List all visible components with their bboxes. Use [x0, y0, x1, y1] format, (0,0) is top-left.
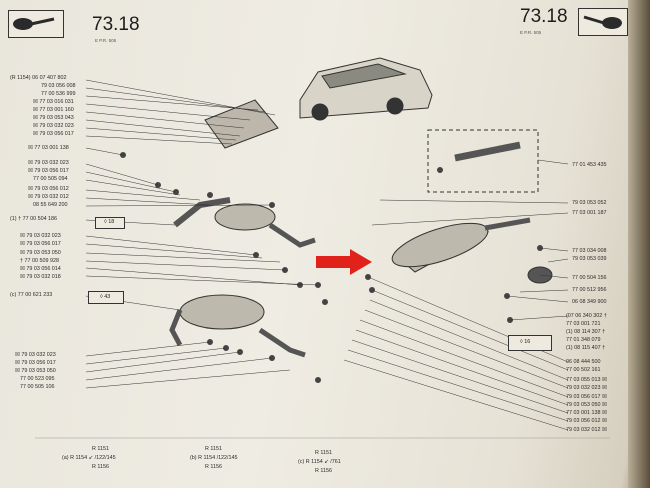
part-number-right: 77 01 348 079 — [566, 337, 601, 343]
ref-box-3-label: ◊ 16 — [520, 339, 531, 345]
footer-a-line1: R 1151 — [92, 446, 109, 452]
part-number-right: 79 03 032 023 ☒ — [566, 385, 607, 391]
part-number-left: ☒ 79 03 056 017 — [28, 168, 69, 174]
heat-shield — [204, 99, 279, 149]
part-number-left: ☒ 79 03 032 023 — [33, 123, 74, 129]
part-number-right: 79 03 053 050 ☒ — [566, 402, 607, 408]
part-number-left: ☒ 79 03 056 012 — [28, 186, 69, 192]
part-number-right: 77 00 502 161 — [566, 367, 601, 373]
part-number-left: ☒ 79 03 032 012 — [28, 194, 69, 200]
part-number-right: 79 03 056 012 ☒ — [566, 418, 607, 424]
part-number-right: 77 03 001 187 — [572, 210, 607, 216]
rear-silencer — [391, 217, 531, 273]
part-number-left: ☒ 79 03 056 014 — [20, 266, 61, 272]
part-number-left: ☒ 79 03 032 023 — [28, 160, 69, 166]
part-number-right: 77 03 034 008 — [572, 248, 607, 254]
ref-box-1 — [95, 217, 125, 229]
part-number-right: 79 03 032 012 ☒ — [566, 427, 607, 433]
part-number-left: ☒ 79 03 056 017 — [20, 241, 61, 247]
part-number-left: ☒ 79 03 053 050 — [20, 250, 61, 256]
ref-box-3 — [508, 335, 552, 351]
exhaust-icon — [13, 17, 55, 30]
book-spine — [628, 0, 650, 488]
car-drawing — [299, 57, 433, 121]
part-number-left: ☒ 79 03 032 023 — [15, 352, 56, 358]
red-arrow — [316, 249, 372, 275]
part-number-left: ☒ 77 03 001 138 — [28, 145, 69, 151]
footer-b-line1: R 1151 — [205, 446, 222, 452]
part-number-left: ☒ 79 03 053 050 — [15, 368, 56, 374]
header-right-code: E P.R. 505 — [520, 30, 542, 35]
part-number-right: 79 03 053 039 — [572, 256, 607, 262]
part-number-right: 77 00 512 956 — [572, 287, 607, 293]
footer-b-line2: (b) R 1154 /122/145 — [190, 455, 238, 461]
part-number-left: † 77 00 509 928 — [20, 258, 59, 264]
part-number-left: 79 03 056 008 — [41, 83, 76, 89]
part-number-left: ☒ 79 03 056 017 — [33, 131, 74, 137]
part-number-left: (1) † 77 00 504 186 — [10, 216, 58, 222]
front-silencer — [173, 197, 316, 248]
part-number-left: ☒ 79 03 032 023 — [20, 233, 61, 239]
tailpipe-detail-box — [427, 129, 539, 193]
part-number-left: 77 00 536 999 — [41, 91, 76, 97]
part-number-left: ☒ 79 03 032 018 — [20, 274, 61, 280]
part-number-left: (c) 77 00 621 233 — [10, 292, 53, 298]
part-number-right: 77 03 001 138 ☒ — [566, 410, 607, 416]
part-number-right: 77 03 055 013 ☒ — [566, 377, 607, 383]
footer-c-line1: R 1151 — [315, 450, 332, 456]
ref-box-2-label: ◊ 43 — [100, 294, 111, 300]
part-number-left: 77 00 523 095 — [20, 376, 55, 382]
footer-a-line2: (a) R 1154 ↙ /122/145 — [62, 455, 116, 461]
part-number-right: (1) 08 115 407 † — [566, 345, 606, 351]
part-number-left: ☒ 77 03 001 160 — [33, 107, 74, 113]
footer-a-line3: R 1156 — [92, 464, 109, 470]
part-number-right: 06 08 349 900 — [572, 299, 607, 305]
part-number-right: 77 00 504 156 — [572, 275, 607, 281]
exhaust-icon-box-left — [8, 10, 64, 38]
part-number-right: 79 03 053 052 — [572, 200, 607, 206]
ref-box-2 — [88, 291, 124, 304]
exhaust-icon — [583, 15, 622, 29]
exhaust-icon-box-right — [578, 8, 628, 36]
footer-c-line2: (c) R 1154 ↙ /761 — [298, 459, 341, 465]
header-left-code: E P.R. 505 — [95, 38, 117, 43]
part-number-left: 77 00 505 106 — [20, 384, 55, 390]
part-number-left: ☒ 77 03 016 031 — [33, 99, 74, 105]
page-number-left: 73.18 — [92, 14, 140, 35]
part-number-left: 77 00 505 094 — [33, 176, 68, 182]
ref-box-1-label: ◊ 18 — [104, 219, 115, 225]
part-number-right: 77 03 001 721 — [566, 321, 601, 327]
part-number-right: (07 06 340 302 † — [566, 313, 607, 319]
part-number-left: ☒ 79 03 056 017 — [15, 360, 56, 366]
part-number-right: 77 01 453 435 — [572, 162, 607, 168]
footer-b-line3: R 1156 — [205, 464, 222, 470]
part-number-left: (R 1154) 06 07 407 802 — [10, 75, 67, 81]
footer-c-line3: R 1156 — [315, 468, 332, 474]
part-number-right: (1) 08 114 307 † — [566, 329, 606, 335]
page-number-right: 73.18 — [520, 6, 568, 27]
part-number-left: 08 55 649 200 — [33, 202, 68, 208]
part-number-right: 06 08 444 500 — [566, 359, 601, 365]
lower-silencer — [169, 294, 306, 358]
part-number-left: ☒ 79 03 053 043 — [33, 115, 74, 121]
part-number-right: 79 03 056 017 ☒ — [566, 394, 607, 400]
